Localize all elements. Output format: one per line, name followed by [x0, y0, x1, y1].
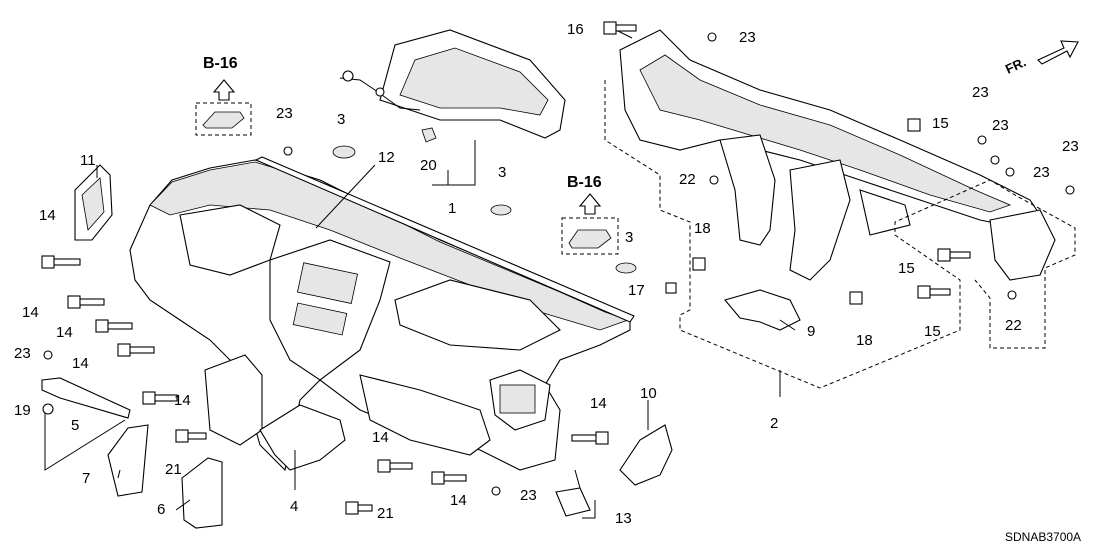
- callout-19: 19: [14, 402, 31, 419]
- bracket-4: [259, 404, 346, 471]
- grommet-3c: [615, 262, 637, 274]
- callout-1: 1: [448, 200, 456, 217]
- callout-10: 10: [640, 385, 657, 402]
- diagram-code: SDNAB3700A: [1005, 530, 1081, 544]
- callout-21: 21: [165, 461, 182, 478]
- reference-tag-right: B-16: [567, 174, 602, 191]
- defroster-garnish: [254, 156, 635, 323]
- side-cover-10: [619, 424, 673, 486]
- reference-box: [561, 217, 619, 255]
- callout-7: 7: [82, 470, 90, 487]
- callout-14: 14: [450, 492, 467, 509]
- front-direction-indicator: FR.: [1003, 40, 1079, 77]
- reference-b16-left: B-16: [195, 55, 252, 136]
- callout-23: 23: [276, 105, 293, 122]
- clip-20: [421, 127, 437, 143]
- callout-22: 22: [1005, 317, 1022, 334]
- callout-23: 23: [1062, 138, 1079, 155]
- callout-23: 23: [972, 84, 989, 101]
- reference-b16-right: B-16: [561, 174, 619, 255]
- callout-18: 18: [694, 220, 711, 237]
- callout-22: 22: [679, 171, 696, 188]
- clip-icon: [202, 111, 245, 129]
- reference-box: [195, 102, 252, 136]
- callout-23: 23: [992, 117, 1009, 134]
- up-arrow-icon: [578, 193, 602, 215]
- callout-23: 23: [1033, 164, 1050, 181]
- callout-15: 15: [932, 115, 949, 132]
- panel-7: [107, 424, 149, 497]
- label-13: [555, 487, 591, 517]
- callout-14: 14: [22, 304, 39, 321]
- callout-12: 12: [378, 149, 395, 166]
- callout-11: 11: [80, 152, 96, 169]
- callout-14: 14: [174, 392, 191, 409]
- reference-tag-left: B-16: [203, 55, 238, 72]
- bracket-9: [724, 289, 801, 331]
- callout-16: 16: [567, 21, 584, 38]
- callout-21: 21: [377, 505, 394, 522]
- callout-23: 23: [739, 29, 756, 46]
- instrument-panel-assembly: [129, 159, 631, 472]
- brace-5: [41, 377, 131, 419]
- callout-14: 14: [590, 395, 607, 412]
- callout-2: 2: [770, 415, 778, 432]
- callout-17: 17: [628, 282, 645, 299]
- grommet-3a: [332, 145, 356, 159]
- panel-6: [181, 457, 223, 529]
- callout-3: 3: [337, 111, 345, 128]
- callout-23: 23: [520, 487, 537, 504]
- callout-15: 15: [898, 260, 915, 277]
- callout-5: 5: [71, 417, 79, 434]
- callout-6: 6: [157, 501, 165, 518]
- leader-lines: [44, 27, 796, 519]
- front-arrow-icon: [1037, 40, 1079, 65]
- callout-15: 15: [924, 323, 941, 340]
- clip-icon: [568, 229, 612, 249]
- callout-14: 14: [56, 324, 73, 341]
- callout-13: 13: [615, 510, 632, 527]
- steering-hanger-beam: [619, 29, 1056, 281]
- callout-14: 14: [372, 429, 389, 446]
- callout-20: 20: [420, 157, 437, 174]
- bolts: [41, 21, 971, 515]
- front-label: FR.: [1003, 54, 1028, 76]
- callout-18: 18: [856, 332, 873, 349]
- callout-3: 3: [498, 164, 506, 181]
- callout-14: 14: [39, 207, 56, 224]
- callout-3: 3: [625, 229, 633, 246]
- callout-9: 9: [807, 323, 815, 340]
- callout-23: 23: [14, 345, 31, 362]
- screws: [42, 32, 1075, 496]
- callout-14: 14: [72, 355, 89, 372]
- callout-4: 4: [290, 498, 298, 515]
- airbag-module: [339, 29, 566, 139]
- up-arrow-icon: [212, 79, 236, 101]
- callouts: 1 2 3 3 3 4 5 6 7 9 10 11 12 13 14 14 14…: [14, 21, 1079, 527]
- grommet-3b: [490, 204, 512, 216]
